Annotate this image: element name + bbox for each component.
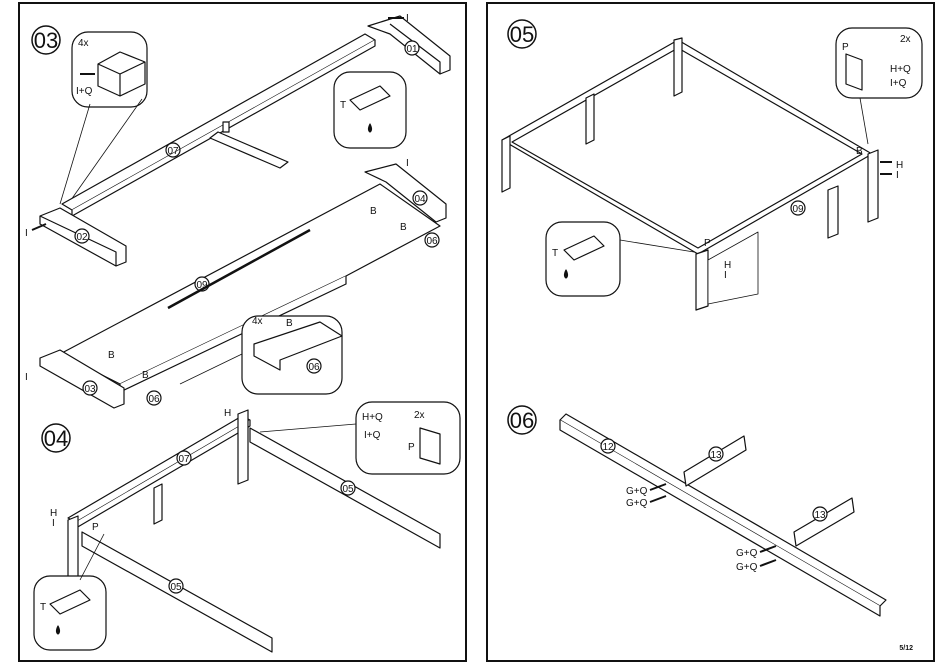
tool-bubble [333, 71, 407, 149]
fastener-i-label: I [25, 372, 28, 383]
fastener-label: I+Q [890, 78, 907, 89]
part-label-06: 06 [148, 394, 160, 405]
step-number: 05 [510, 22, 534, 47]
part-label-13: 13 [710, 450, 722, 461]
right-instruction-panel: 05 09 P H I H I P 2x H+Q I+Q B T [486, 2, 935, 662]
part-label-03: 03 [84, 384, 96, 395]
part-label-05: 05 [342, 484, 354, 495]
fastener-p-label: P [704, 238, 711, 249]
part-label-09: 09 [196, 280, 208, 291]
quantity-label: 4x [252, 316, 263, 327]
fastener-label: I+Q [364, 430, 381, 441]
fastener-label: H+Q [890, 64, 911, 75]
step-number: 03 [34, 28, 58, 53]
part-label-01: 01 [406, 44, 418, 55]
fastener-i-label: I [25, 228, 28, 239]
fastener-label: H+Q [362, 412, 383, 423]
fastener-b-label: B [856, 146, 863, 157]
fastener-label: G+Q [626, 498, 648, 509]
fastener-b-label: B [108, 350, 115, 361]
part-label-04: 04 [414, 194, 426, 205]
step-06: 06 12 13 G+Q G+Q 13 G+Q G+Q [507, 405, 887, 617]
part-label-06: 06 [308, 362, 320, 373]
part-label-09: 09 [792, 204, 804, 215]
step-05: 05 09 P H I H I P 2x H+Q I+Q B T [501, 19, 923, 311]
fastener-h-label: H [724, 260, 731, 271]
fastener-b-label: B [400, 222, 407, 233]
part-label-05: 05 [170, 582, 182, 593]
step-number: 06 [510, 408, 534, 433]
quantity-label: 4x [78, 38, 89, 49]
fastener-label: G+Q [736, 562, 758, 573]
fastener-label: I+Q [76, 86, 93, 97]
fastener-h-label: H [50, 508, 57, 519]
tool-bubble [33, 575, 107, 651]
fastener-p-label: P [408, 442, 415, 453]
fastener-i-label: I [406, 158, 409, 169]
part-label-12: 12 [602, 442, 614, 453]
fastener-b-label: B [370, 206, 377, 217]
right-panel-drawing: 05 09 P H I H I P 2x H+Q I+Q B T [501, 19, 923, 617]
fastener-label: G+Q [736, 548, 758, 559]
fastener-label: G+Q [626, 486, 648, 497]
part-label-07: 07 [167, 146, 179, 157]
part-label-02: 02 [76, 232, 88, 243]
tool-bubble [545, 221, 621, 297]
fastener-i-label: I [724, 270, 727, 281]
step-04: 04 07 H H I P 05 05 H+Q I+Q 2x P T [33, 401, 461, 653]
fastener-i-label: I [52, 518, 55, 529]
fastener-p-label: P [92, 522, 99, 533]
fastener-p-label: P [842, 42, 849, 53]
part-label-13: 13 [814, 510, 826, 521]
step-03: 03 4x I+Q 07 01 I 02 I T [25, 13, 451, 409]
tool-label: T [340, 100, 346, 111]
quantity-label: 2x [900, 34, 911, 45]
tool-label: T [552, 248, 558, 259]
page-number: 5/12 [899, 645, 913, 652]
fastener-b-label: B [142, 370, 149, 381]
fastener-i-label: I [896, 170, 899, 181]
left-panel-drawing: 03 4x I+Q 07 01 I 02 I T [25, 13, 461, 653]
fastener-h-label: H [896, 160, 903, 171]
quantity-label: 2x [414, 410, 425, 421]
left-instruction-panel: 03 4x I+Q 07 01 I 02 I T [18, 2, 467, 662]
tool-label: T [40, 602, 46, 613]
fastener-i-label: I [406, 13, 409, 24]
part-label-07: 07 [178, 454, 190, 465]
fastener-h-label: H [224, 408, 231, 419]
part-label-06: 06 [426, 236, 438, 247]
fastener-b-label: B [286, 318, 293, 329]
step-number: 04 [44, 426, 68, 451]
